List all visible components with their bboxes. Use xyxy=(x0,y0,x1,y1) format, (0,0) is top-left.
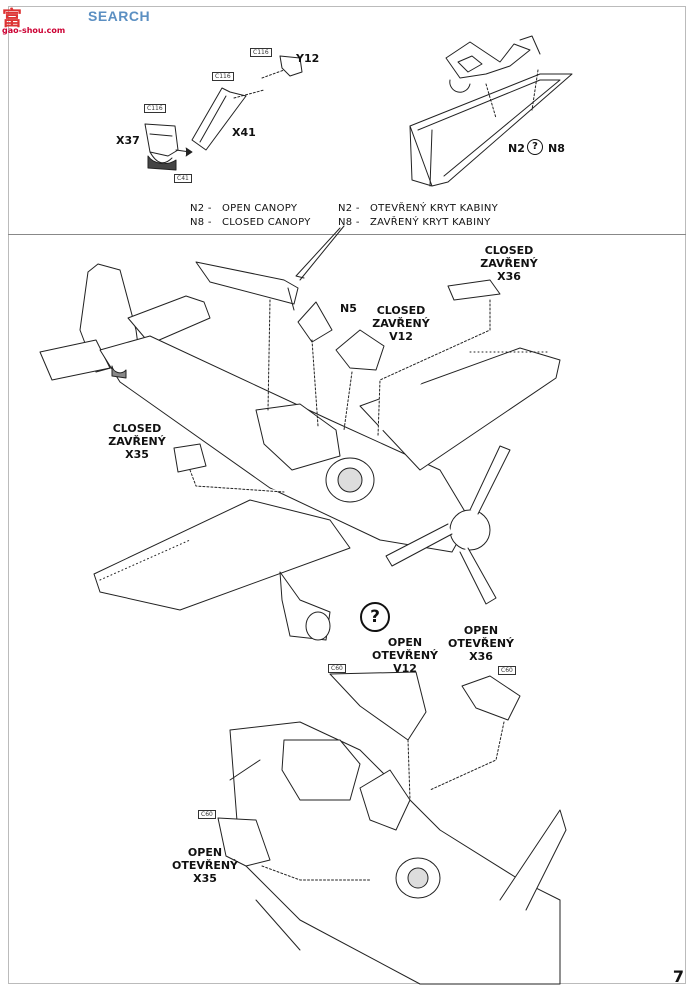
legend-closed-canopy: CLOSED CANOPY xyxy=(222,217,311,228)
legend-open-canopy: OPEN CANOPY xyxy=(222,203,298,214)
section-divider xyxy=(8,234,686,235)
question-icon-large: ? xyxy=(360,602,390,632)
chip-c41: C41 xyxy=(174,174,192,183)
legend-otevreny-kryt: OTEVŘENÝ KRYT KABINY xyxy=(370,203,499,214)
watermark: 富 SEARCH gao-shou.com xyxy=(2,2,162,40)
legend-zavreny-kryt: ZAVŘENÝ KRYT KABINY xyxy=(370,217,491,228)
question-icon-small: ? xyxy=(527,139,543,155)
aircraft-main-drawing xyxy=(39,263,561,641)
watermark-url: gao-shou.com xyxy=(2,26,66,35)
page-frame xyxy=(8,6,686,984)
chip-c60-b: C60 xyxy=(498,666,516,675)
aircraft-detail-drawing xyxy=(217,671,567,985)
part-y12-label: Y12 xyxy=(296,52,320,65)
page-number: 7 xyxy=(672,967,684,986)
legend-en: N2 -OPEN CANOPY N8 -CLOSED CANOPY xyxy=(190,203,311,228)
n8-label: N8 xyxy=(548,142,565,155)
sub-assembly-drawing-left xyxy=(144,55,303,171)
part-x37-label: X37 xyxy=(116,134,140,147)
canopy-detail-drawing xyxy=(409,35,573,187)
legend-cz: N2 -OTEVŘENÝ KRYT KABINY N8 -ZAVŘENÝ KRY… xyxy=(338,203,499,228)
watermark-search-text: SEARCH xyxy=(88,8,151,24)
part-x41-label: X41 xyxy=(232,126,256,139)
watermark-logo: 富 xyxy=(2,6,22,30)
chip-c60-a: C60 xyxy=(328,664,346,673)
chip-c116-b: C116 xyxy=(212,72,234,81)
chip-c116-a: C116 xyxy=(250,48,272,57)
n2-label: N2 xyxy=(508,142,525,155)
part-n5-label: N5 xyxy=(340,302,357,315)
chip-c116-c: C116 xyxy=(144,104,166,113)
chip-c60-c: C60 xyxy=(198,810,216,819)
exploded-parts-main xyxy=(173,261,501,493)
